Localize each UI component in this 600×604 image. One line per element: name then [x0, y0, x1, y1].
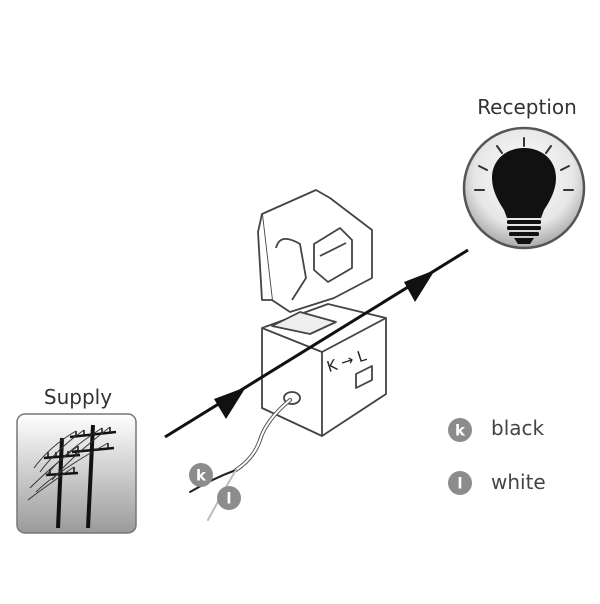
svg-text:l: l	[226, 490, 231, 508]
svg-text:l: l	[457, 475, 462, 493]
light-bulb-icon	[462, 126, 586, 250]
power-pole-icon	[16, 413, 137, 534]
current-transformer	[257, 189, 387, 437]
svg-text:k: k	[196, 467, 207, 485]
legend-item-l: l white	[448, 470, 546, 495]
wire-badge-k: k	[189, 463, 213, 487]
arrow-icon	[404, 270, 435, 302]
svg-text:k: k	[455, 422, 466, 440]
legend-item-k: k black	[448, 416, 545, 442]
legend-badge-k	[448, 418, 472, 442]
legend-badge-l	[448, 471, 472, 495]
arrow-icon	[214, 387, 246, 419]
legend-label-k: black	[491, 416, 545, 440]
wire-badge-l: l	[217, 486, 241, 510]
reception-label: Reception	[477, 95, 577, 119]
legend-label-l: white	[491, 470, 546, 494]
supply-label: Supply	[44, 385, 112, 409]
